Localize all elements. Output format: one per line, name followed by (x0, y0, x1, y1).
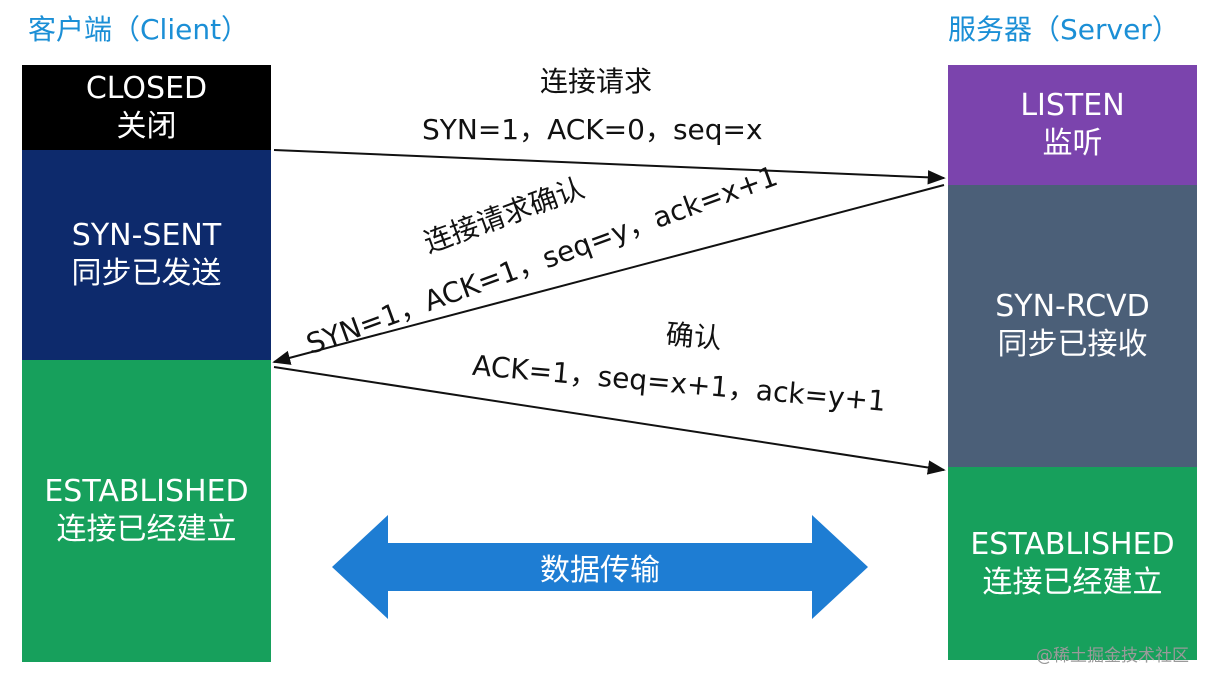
server-heading: 服务器（Server） (948, 13, 1180, 46)
server-state-listen-name: LISTEN (1020, 88, 1125, 123)
client-state-established-desc: 连接已经建立 (56, 512, 237, 547)
syn-arrow (273, 149, 946, 185)
client-state-syn-sent-desc: 同步已发送 (71, 256, 222, 291)
server-state-syn-rcvd-desc: 同步已接收 (997, 327, 1148, 362)
server-state-syn-rcvd: SYN-RCVD 同步已接收 (948, 185, 1197, 467)
data-transfer-label: 数据传输 (540, 553, 660, 588)
server-state-established-name: ESTABLISHED (970, 526, 1175, 562)
client-state-syn-sent-name: SYN-SENT (71, 218, 222, 253)
double-arrow-icon (332, 515, 868, 619)
server-state-listen-desc: 监听 (1042, 126, 1103, 161)
server-state-established: ESTABLISHED 连接已经建立 (948, 467, 1197, 660)
client-state-established: ESTABLISHED 连接已经建立 (22, 360, 271, 662)
watermark: @稀土掘金技术社区 (1036, 646, 1189, 666)
client-state-closed-desc: 关闭 (116, 108, 177, 144)
client-state-syn-sent: SYN-SENT 同步已发送 (22, 150, 271, 360)
client-state-established-name: ESTABLISHED (44, 474, 249, 509)
ack-message-title: 确认 (664, 317, 724, 356)
syn-message-params: SYN=1，ACK=0，seq=x (422, 113, 763, 146)
server-state-established-desc: 连接已经建立 (982, 564, 1163, 600)
client-heading: 客户端（Client） (28, 13, 250, 46)
syn-ack-arrow (272, 184, 945, 365)
server-state-listen: LISTEN 监听 (948, 65, 1197, 185)
client-state-closed: CLOSED 关闭 (22, 65, 271, 150)
server-state-syn-rcvd-name: SYN-RCVD (995, 289, 1150, 324)
syn-message-title: 连接请求 (540, 65, 653, 98)
ack-arrow (273, 366, 946, 475)
client-state-closed-name: CLOSED (85, 70, 208, 106)
data-transfer-double-arrow: 数据传输 (332, 515, 868, 619)
